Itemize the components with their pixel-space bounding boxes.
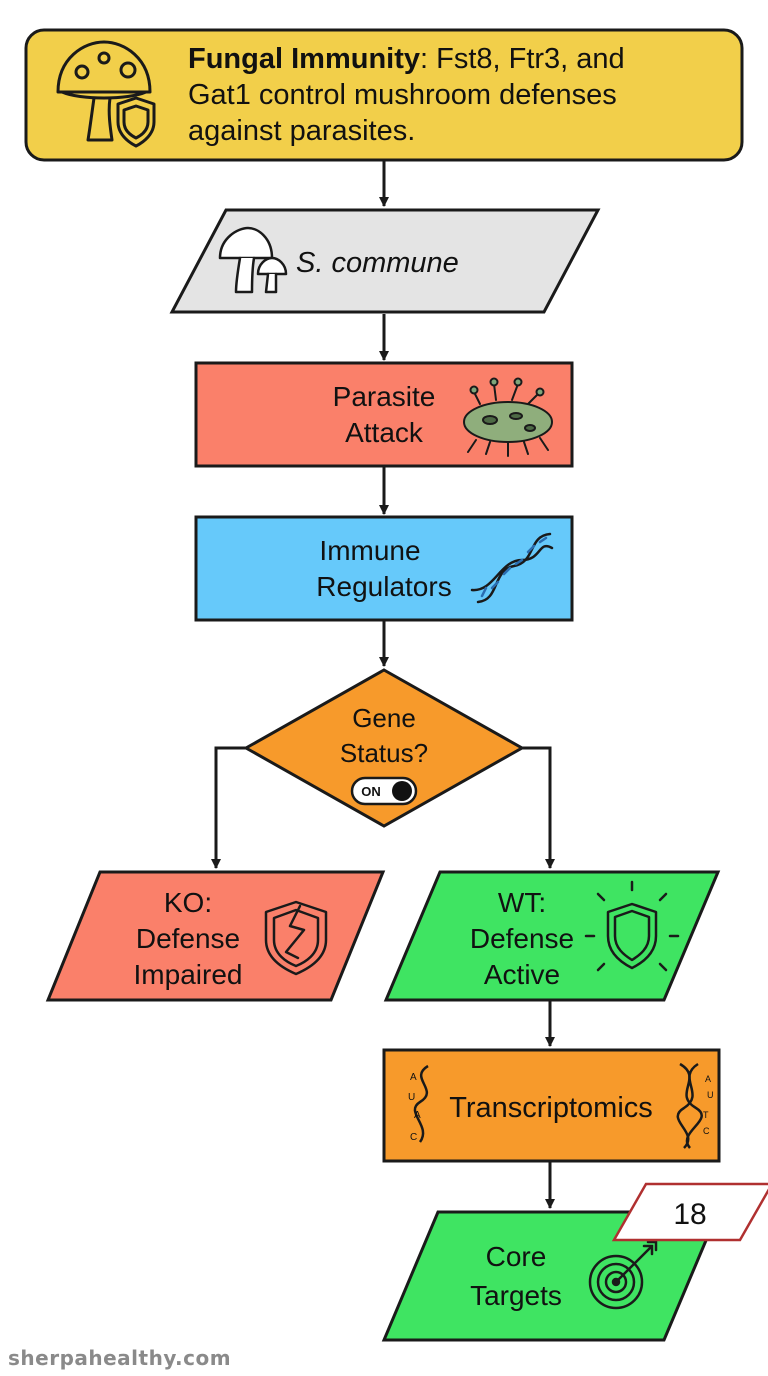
parasite-attack-line1: Parasite (333, 381, 436, 412)
dna-letter: T (703, 1110, 709, 1120)
count-badge: 18 (611, 1182, 768, 1242)
dna-letter: A (705, 1074, 711, 1084)
core-targets-line2: Targets (470, 1280, 562, 1311)
ko-line3: Impaired (134, 959, 243, 990)
header-text-line1: Fungal Immunity: Fst8, Ftr3, and (188, 43, 625, 75)
wt-node: WT: Defense Active (383, 870, 721, 1002)
transcriptomics-label: Transcriptomics (449, 1092, 653, 1124)
count-badge-shape (611, 1182, 768, 1242)
ko-node: KO: Defense Impaired (45, 870, 386, 1002)
wt-line3: Active (484, 959, 560, 990)
ko-line2: Defense (136, 923, 240, 954)
mushrooms-icon (218, 226, 288, 294)
core-targets-line1: Core (486, 1241, 547, 1272)
parasite-attack-line2: Attack (345, 417, 424, 448)
dna-strand-icon-right: A U T C (676, 1062, 714, 1149)
rna-letter: C (410, 1132, 417, 1143)
rna-letter: U (408, 1092, 415, 1103)
header-box: Fungal Immunity: Fst8, Ftr3, and Gat1 co… (24, 28, 744, 162)
wt-line2: Defense (470, 923, 574, 954)
rna-letter: A (414, 1110, 421, 1121)
toggle-switch: ON (350, 776, 418, 806)
glowing-shield-icon (584, 880, 680, 972)
dna-letter: U (707, 1090, 714, 1100)
ko-line1: KO: (164, 887, 212, 918)
broken-shield-icon (264, 900, 328, 976)
core-targets-node: Core Targets 18 (381, 1182, 768, 1342)
organism-label: S. commune (296, 247, 459, 279)
parasite-attack-node: Parasite Attack (194, 361, 574, 468)
core-targets-shape (381, 1210, 721, 1342)
decision-line2: Status? (340, 738, 428, 768)
organism-node: S. commune (169, 208, 601, 314)
arrow-decision-to-wt (522, 746, 555, 869)
header-text-line3: against parasites. (188, 115, 415, 147)
decision-shape (242, 668, 526, 828)
toggle-label: ON (361, 784, 381, 799)
mushroom-shield-icon (56, 40, 156, 148)
count-badge-value: 18 (673, 1198, 706, 1231)
header-text-line2: Gat1 control mushroom defenses (188, 79, 617, 111)
immune-regulators-shape (194, 515, 574, 622)
dna-letter: C (703, 1126, 710, 1136)
parasite-fungus-icon (463, 377, 553, 457)
wt-line1: WT: (498, 887, 546, 918)
rna-strand-icon-left: A U A C (408, 1064, 429, 1143)
immune-regulators-line2: Regulators (316, 571, 451, 602)
decision-node: Gene Status? ON (242, 668, 526, 828)
rna-letter: A (410, 1072, 417, 1083)
decision-line1: Gene (352, 703, 416, 733)
immune-regulators-line1: Immune (319, 535, 420, 566)
immune-regulators-node: Immune Regulators (194, 515, 574, 622)
target-icon (588, 1240, 658, 1310)
transcriptomics-node: Transcriptomics A U A C A U T C (382, 1048, 721, 1163)
organism-shape (169, 208, 601, 314)
watermark: sherpahealthy.com (8, 1346, 232, 1370)
dna-helix-icon (470, 532, 554, 604)
arrow-decision-to-ko (211, 746, 246, 869)
